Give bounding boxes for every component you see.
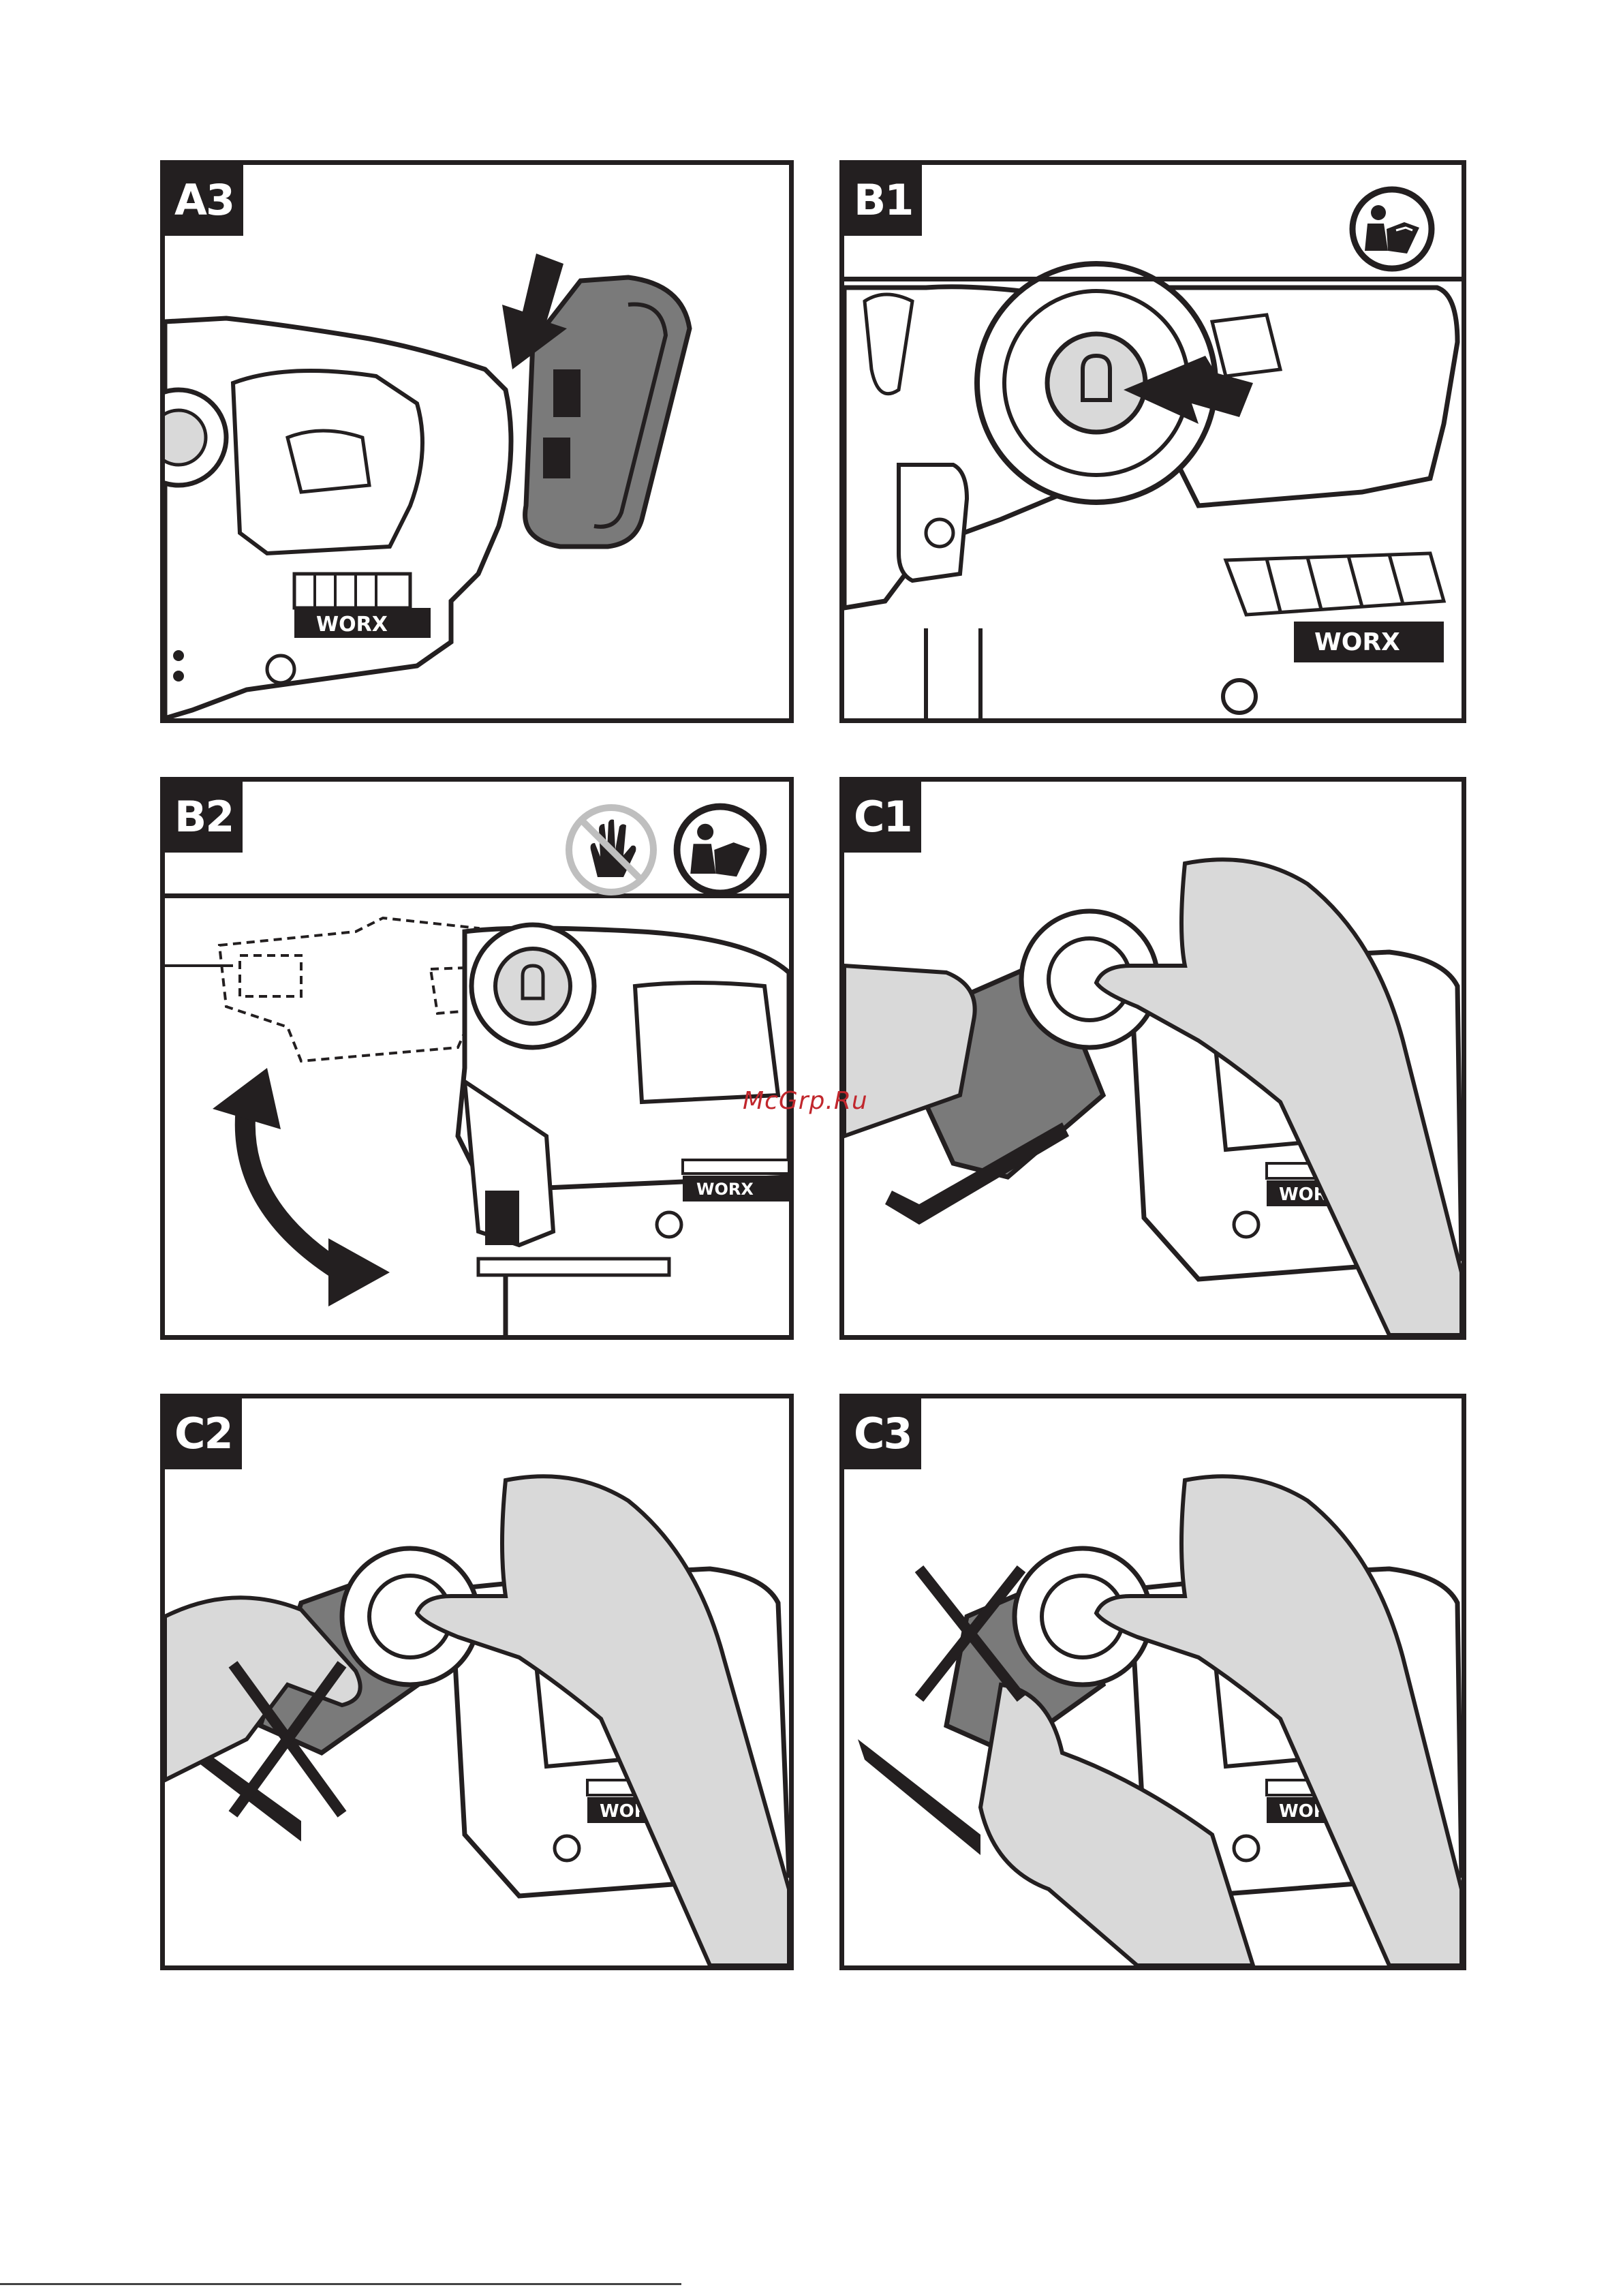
footer-divider bbox=[0, 2283, 681, 2285]
panel-c1: C1 WORX bbox=[839, 777, 1466, 1340]
vent-grille bbox=[294, 574, 410, 608]
panel-label: C2 bbox=[165, 1398, 242, 1469]
watermark-text: McGrp.Ru bbox=[743, 1087, 868, 1115]
panel-label: C3 bbox=[844, 1398, 921, 1469]
illustration-incorrect-removal-b: WORX bbox=[844, 1398, 1462, 1965]
vent-grille bbox=[1226, 553, 1444, 615]
panel-label: B1 bbox=[844, 165, 922, 236]
do-not-touch-icon bbox=[563, 802, 659, 898]
panel-c3: C3 WORX bbox=[839, 1394, 1466, 1970]
vent-grille bbox=[683, 1160, 789, 1174]
panel-c2: C2 WORX bbox=[160, 1394, 794, 1970]
panel-b1: B1 WORX bbox=[839, 160, 1466, 723]
panel-b2: B2 WORX bbox=[160, 777, 794, 1340]
header-divider bbox=[844, 277, 1462, 281]
brand-badge: WORX bbox=[696, 1180, 754, 1199]
read-manual-icon bbox=[1348, 185, 1436, 273]
panel-label: B2 bbox=[165, 782, 243, 853]
illustration-incorrect-removal-a: WORX bbox=[165, 1398, 789, 1965]
panel-label: A3 bbox=[165, 165, 243, 236]
illustration-remove-blade-holder: WORX bbox=[844, 782, 1462, 1335]
panel-a3: A3 WORX bbox=[160, 160, 794, 723]
panel-label: C1 bbox=[844, 782, 921, 853]
read-manual-icon bbox=[673, 802, 768, 898]
brand-badge: WORX bbox=[1314, 628, 1400, 656]
brand-badge: WORX bbox=[316, 613, 388, 637]
illustration-insert-battery: WORX bbox=[165, 165, 789, 718]
rotate-arrow bbox=[245, 1102, 342, 1272]
battery-pack bbox=[525, 277, 690, 547]
